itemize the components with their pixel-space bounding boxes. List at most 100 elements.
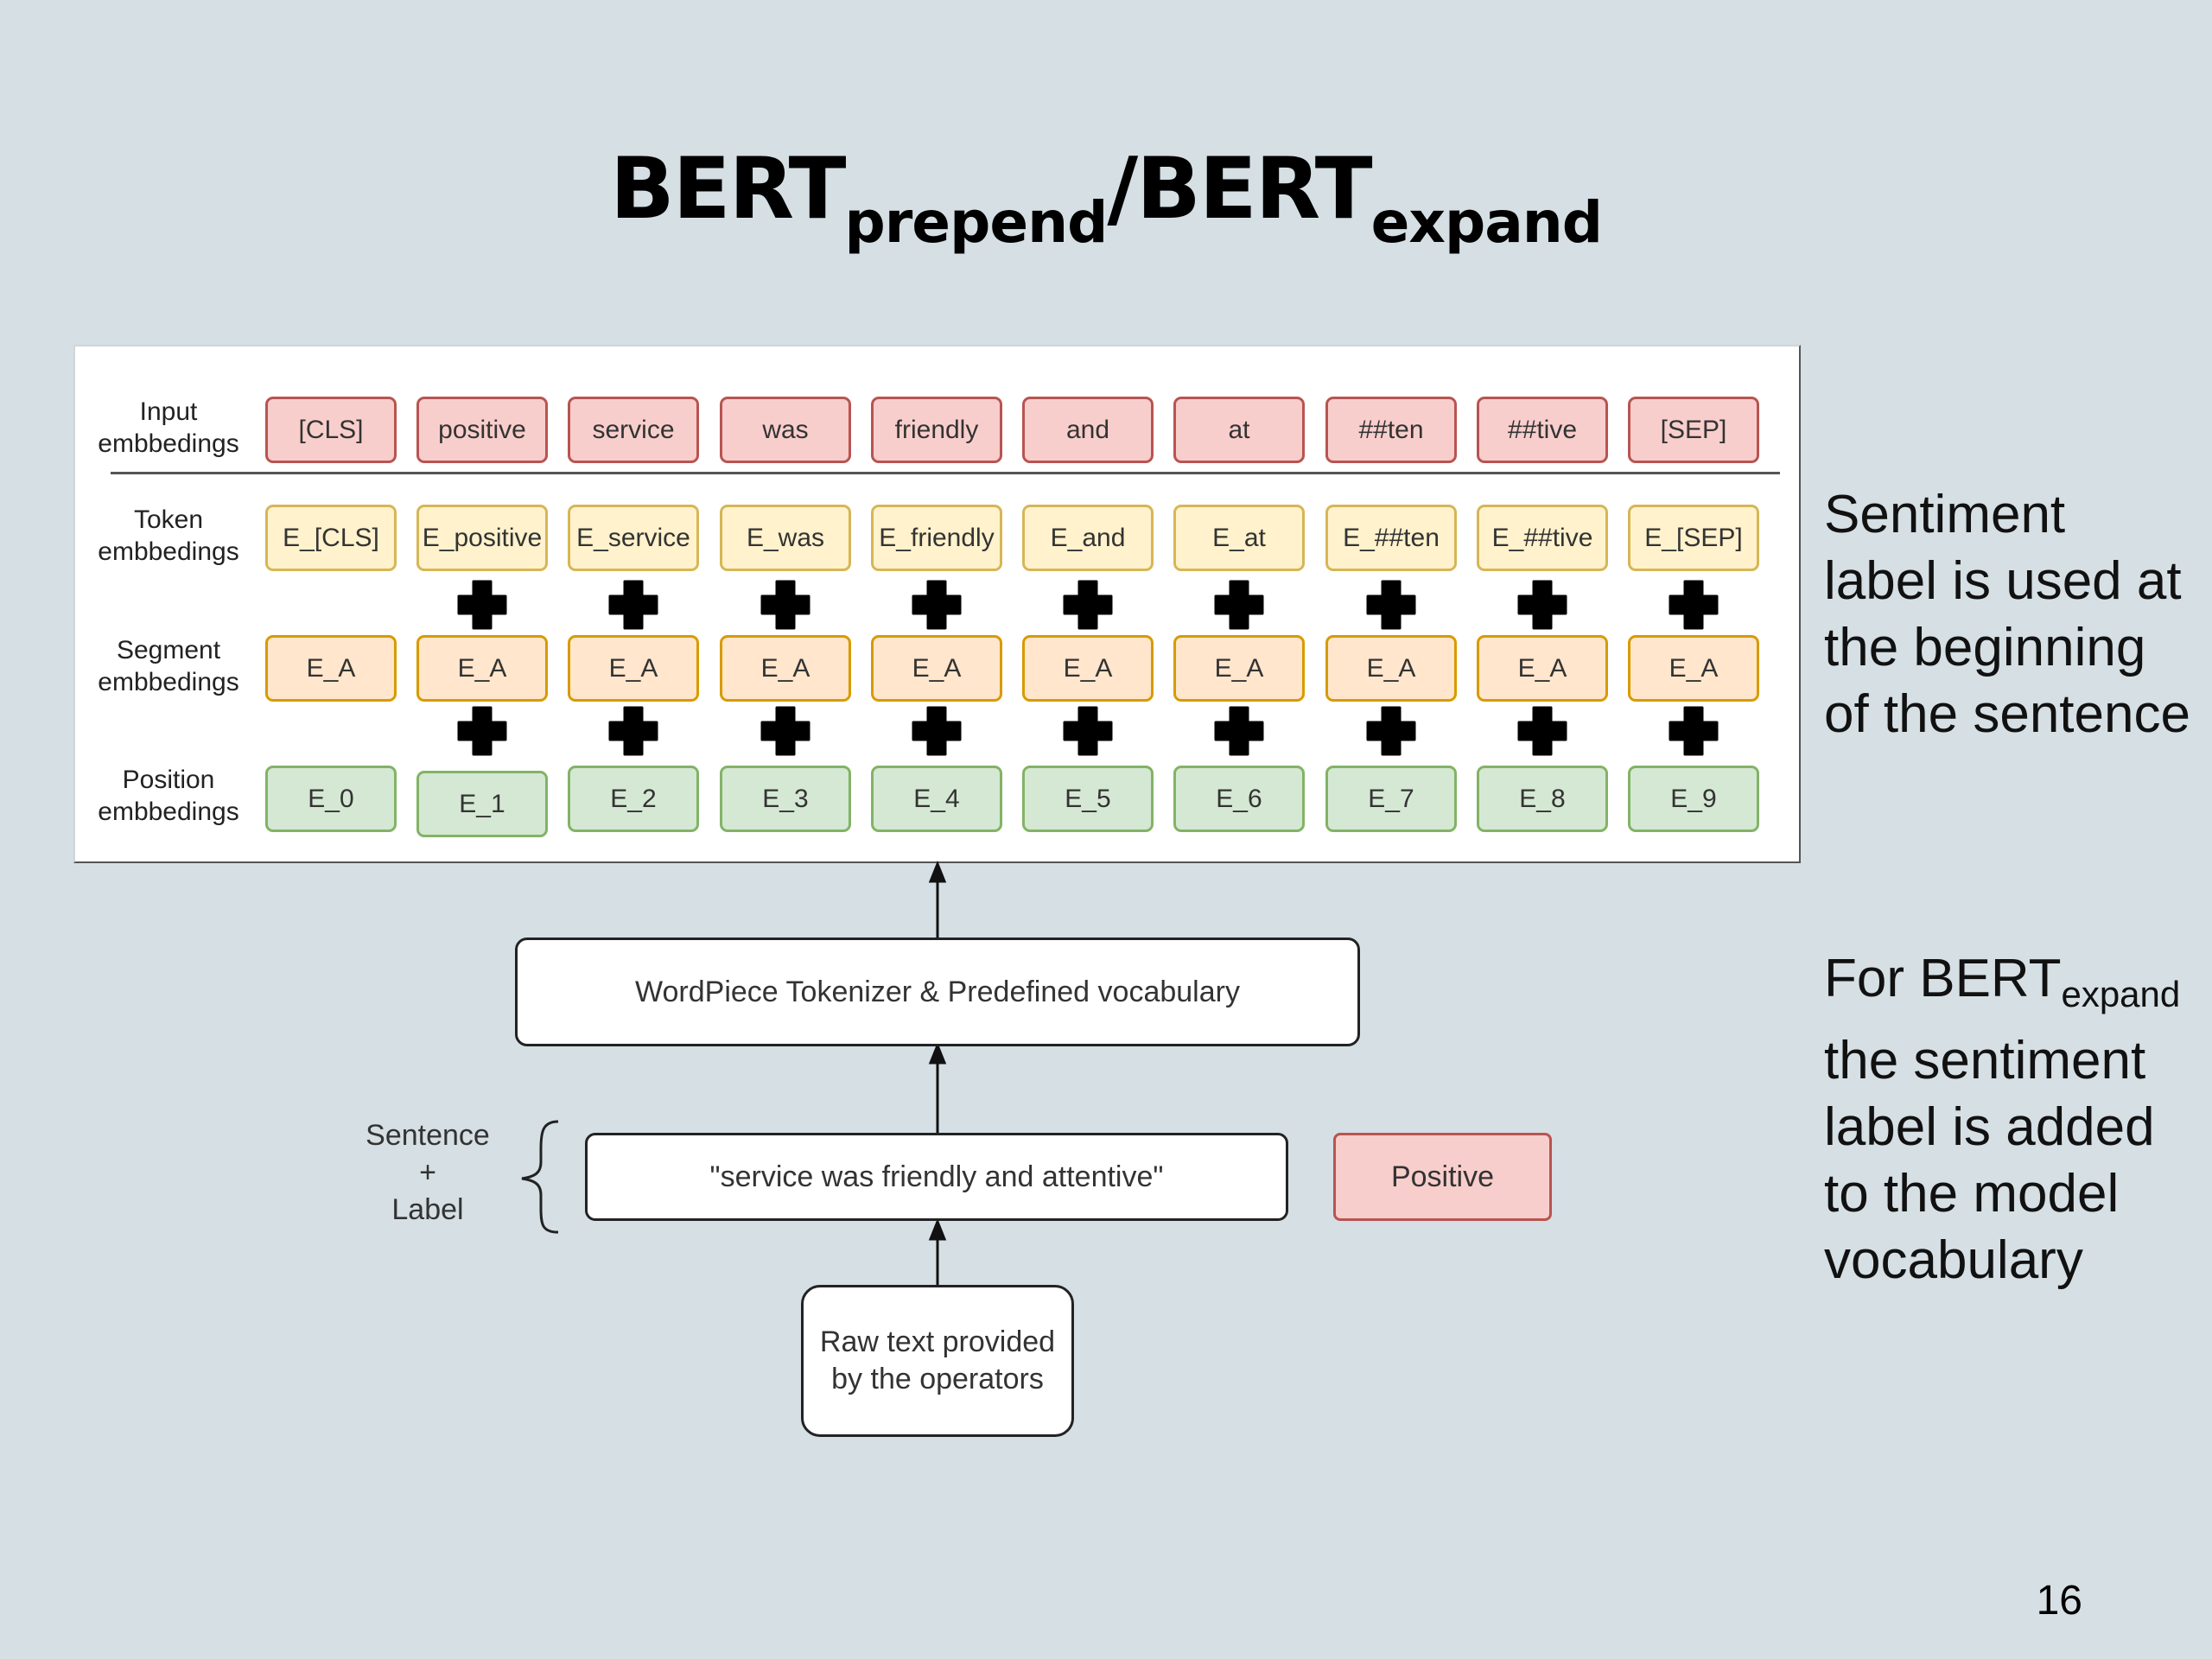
- sentence-box: "service was friendly and attentive": [585, 1133, 1288, 1221]
- plus-icon: [608, 580, 658, 630]
- title-main-b: BERT: [1136, 140, 1373, 238]
- title-sub-a: prepend: [844, 189, 1109, 256]
- segment-embedding-cell: E_A: [1173, 635, 1305, 702]
- row-label-position: Position embbedings: [73, 764, 264, 828]
- row-label-token: Token embbedings: [73, 504, 264, 568]
- input-token-cell: ##ten: [1325, 397, 1457, 463]
- segment-embedding-cell: E_A: [1628, 635, 1759, 702]
- plus-icon: [457, 706, 507, 756]
- raw-text-line2: by the operators: [831, 1363, 1044, 1395]
- input-token-cell: and: [1022, 397, 1154, 463]
- plus-icon: [912, 706, 962, 756]
- side-note-1-line3: the beginning: [1824, 618, 2146, 677]
- plus-icon: [1669, 580, 1719, 630]
- plus-icon: [1214, 706, 1264, 756]
- side-note-2-line2: the sentiment: [1824, 1031, 2146, 1090]
- row-label-token-line2: embbedings: [98, 537, 239, 566]
- side-note-2-sub: expand: [2061, 974, 2181, 1014]
- position-embedding-cell: E_3: [720, 766, 851, 832]
- side-note-2-prefix: For BERT: [1824, 949, 2062, 1008]
- input-token-cell: was: [720, 397, 851, 463]
- side-note-2-line5: vocabulary: [1824, 1230, 2083, 1290]
- token-embedding-cell: E_friendly: [871, 505, 1002, 571]
- token-embedding-cell: E_positive: [416, 505, 548, 571]
- plus-icon: [1214, 580, 1264, 630]
- plus-icon: [760, 580, 810, 630]
- input-token-cell: service: [568, 397, 699, 463]
- position-embedding-cell: E_1: [416, 771, 548, 837]
- raw-text-box: Raw text provided by the operators: [801, 1285, 1074, 1437]
- row-label-input: Input embbedings: [73, 396, 264, 460]
- position-embedding-cell: E_8: [1477, 766, 1608, 832]
- token-embedding-cell: E_was: [720, 505, 851, 571]
- plus-icon: [1669, 706, 1719, 756]
- input-token-cell: positive: [416, 397, 548, 463]
- label-text: Positive: [1390, 1160, 1495, 1193]
- side-note-1-line4: of the sentence: [1824, 684, 2190, 744]
- row-label-segment-line1: Segment: [116, 636, 221, 664]
- token-embedding-cell: E_##tive: [1477, 505, 1608, 571]
- side-note-1-line2: label is used at: [1824, 551, 2182, 611]
- row-label-segment: Segment embbedings: [73, 634, 264, 698]
- input-token-cell: [SEP]: [1628, 397, 1759, 463]
- position-embedding-cell: E_9: [1628, 766, 1759, 832]
- token-embedding-cell: E_##ten: [1325, 505, 1457, 571]
- input-token-cell: [CLS]: [265, 397, 397, 463]
- segment-embedding-cell: E_A: [871, 635, 1002, 702]
- segment-embedding-cell: E_A: [720, 635, 851, 702]
- segment-embedding-cell: E_A: [568, 635, 699, 702]
- label-box: Positive: [1333, 1133, 1552, 1221]
- row-label-position-line1: Position: [122, 766, 215, 794]
- slide-title: BERTprepend/BERTexpand: [0, 147, 2212, 251]
- title-separator: /: [1107, 140, 1138, 238]
- plus-icon: [1063, 706, 1113, 756]
- side-note-2-line3: label is added: [1824, 1097, 2155, 1157]
- plus-icon: [1366, 580, 1416, 630]
- side-note-1-line1: Sentiment: [1824, 485, 2066, 544]
- plus-icon: [912, 580, 962, 630]
- tokenizer-label: WordPiece Tokenizer & Predefined vocabul…: [635, 975, 1240, 1008]
- caption-plus: +: [419, 1156, 436, 1189]
- side-note-sentiment: Sentiment label is used at the beginning…: [1824, 481, 2209, 747]
- token-embedding-cell: E_service: [568, 505, 699, 571]
- plus-icon: [760, 706, 810, 756]
- row-label-token-line1: Token: [133, 505, 204, 534]
- side-note-expand: For BERTexpand the sentiment label is ad…: [1824, 945, 2209, 1294]
- segment-embedding-cell: E_A: [1325, 635, 1457, 702]
- panel-divider: [111, 472, 1780, 474]
- raw-text-line1: Raw text provided: [819, 1325, 1056, 1358]
- arrowhead-panel: [928, 860, 947, 883]
- plus-icon: [1517, 706, 1567, 756]
- position-embedding-cell: E_7: [1325, 766, 1457, 832]
- arrowhead-sentence: [928, 1217, 947, 1241]
- segment-embedding-cell: E_A: [1477, 635, 1608, 702]
- token-embedding-cell: E_[CLS]: [265, 505, 397, 571]
- row-label-position-line2: embbedings: [98, 798, 239, 826]
- input-token-cell: friendly: [871, 397, 1002, 463]
- segment-embedding-cell: E_A: [416, 635, 548, 702]
- position-embedding-cell: E_5: [1022, 766, 1154, 832]
- row-label-input-line1: Input: [139, 397, 198, 426]
- position-embedding-cell: E_6: [1173, 766, 1305, 832]
- position-embedding-cell: E_2: [568, 766, 699, 832]
- sentence-label-caption: Sentence + Label: [337, 1117, 518, 1229]
- sentence-text: "service was friendly and attentive": [709, 1160, 1164, 1193]
- row-label-segment-line2: embbedings: [98, 668, 239, 696]
- plus-icon: [1517, 580, 1567, 630]
- title-sub-b: expand: [1370, 189, 1603, 256]
- page-number: 16: [2036, 1578, 2082, 1624]
- caption-label: Label: [391, 1193, 464, 1226]
- curly-brace: [521, 1120, 559, 1234]
- plus-icon: [1366, 706, 1416, 756]
- arrowhead-tokenizer: [928, 1041, 947, 1065]
- title-main-a: BERT: [609, 140, 847, 238]
- row-label-input-line2: embbedings: [98, 429, 239, 458]
- input-token-cell: at: [1173, 397, 1305, 463]
- plus-icon: [457, 580, 507, 630]
- side-note-2-line4: to the model: [1824, 1164, 2120, 1224]
- segment-embedding-cell: E_A: [1022, 635, 1154, 702]
- segment-embedding-cell: E_A: [265, 635, 397, 702]
- token-embedding-cell: E_at: [1173, 505, 1305, 571]
- token-embedding-cell: E_[SEP]: [1628, 505, 1759, 571]
- side-note-2-line1: For BERTexpand: [1824, 945, 2209, 1027]
